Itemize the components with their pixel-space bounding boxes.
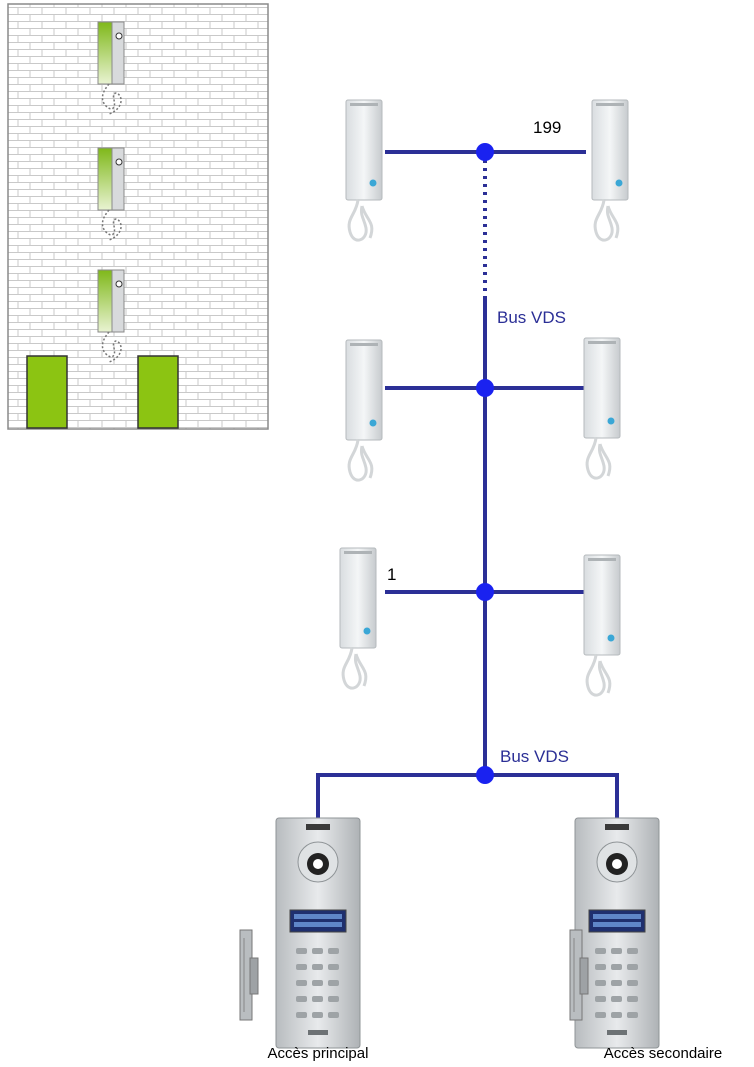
handset-middle-left-icon xyxy=(344,338,384,482)
handset-top-left-icon xyxy=(344,98,384,242)
panel-secondary-caption: Accès secondaire xyxy=(604,1045,722,1062)
handset-top-right-icon xyxy=(590,98,630,242)
building-wall-icon xyxy=(7,3,269,430)
electric-strike-main-icon xyxy=(239,929,259,1021)
bus-node-panels xyxy=(476,766,494,784)
door-right xyxy=(137,355,179,429)
bus-lines xyxy=(316,150,619,818)
bus-nodes xyxy=(476,143,494,784)
door-panel-secondary-icon xyxy=(574,817,660,1049)
bus-node-bottom xyxy=(476,583,494,601)
handset-bottom-right-icon xyxy=(582,553,622,697)
handset-number-199: 199 xyxy=(533,118,561,137)
door-panel-main-icon xyxy=(275,817,361,1049)
handset-middle-right-icon xyxy=(582,336,622,480)
handset-number-1: 1 xyxy=(387,565,396,584)
bus-label-lower: Bus VDS xyxy=(500,747,569,766)
bus-panel-branch xyxy=(316,773,619,818)
bus-node-top xyxy=(476,143,494,161)
door-left xyxy=(26,355,68,429)
bus-node-middle xyxy=(476,379,494,397)
panel-main-caption: Accès principal xyxy=(268,1045,369,1062)
bus-label-upper: Bus VDS xyxy=(497,308,566,327)
handset-bottom-left-icon xyxy=(338,546,378,690)
